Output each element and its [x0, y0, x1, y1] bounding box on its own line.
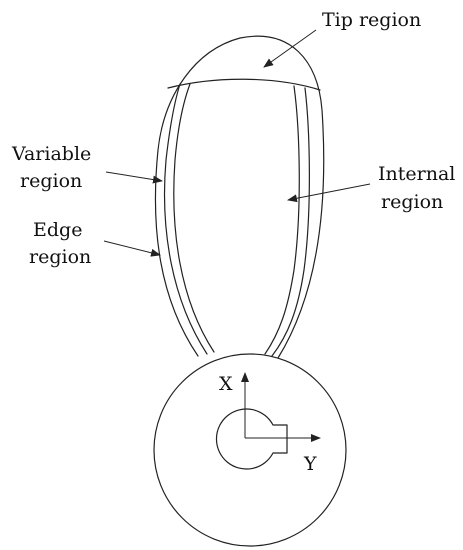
edge-region-arrow: [103, 240, 161, 257]
shaft-keyhole: [215, 408, 288, 470]
axis-y-label: Y: [303, 453, 317, 475]
tip-region-arrow: [263, 29, 317, 68]
variable-region-label-line1: Variable: [11, 143, 91, 165]
variable-region-arrow: [105, 171, 163, 184]
inner-profile-right: [264, 85, 300, 355]
edge-region-label-line1: Edge: [33, 219, 82, 241]
variable-region-label-line2: region: [20, 170, 82, 192]
outer-profile: [154, 35, 325, 359]
middle-profile: [163, 83, 208, 355]
tip-region-label: Tip region: [322, 9, 421, 31]
internal-region-arrow: [287, 183, 371, 203]
inner-profile: [173, 83, 215, 353]
middle-profile-right: [271, 87, 310, 357]
base-circle: [153, 353, 347, 547]
internal-region-label-line1: Internal: [378, 163, 455, 185]
axis-x-label: X: [219, 373, 233, 395]
tip-region-boundary: [167, 78, 321, 91]
internal-region-label-line2: region: [381, 191, 443, 213]
edge-region-label-line2: region: [29, 246, 91, 268]
